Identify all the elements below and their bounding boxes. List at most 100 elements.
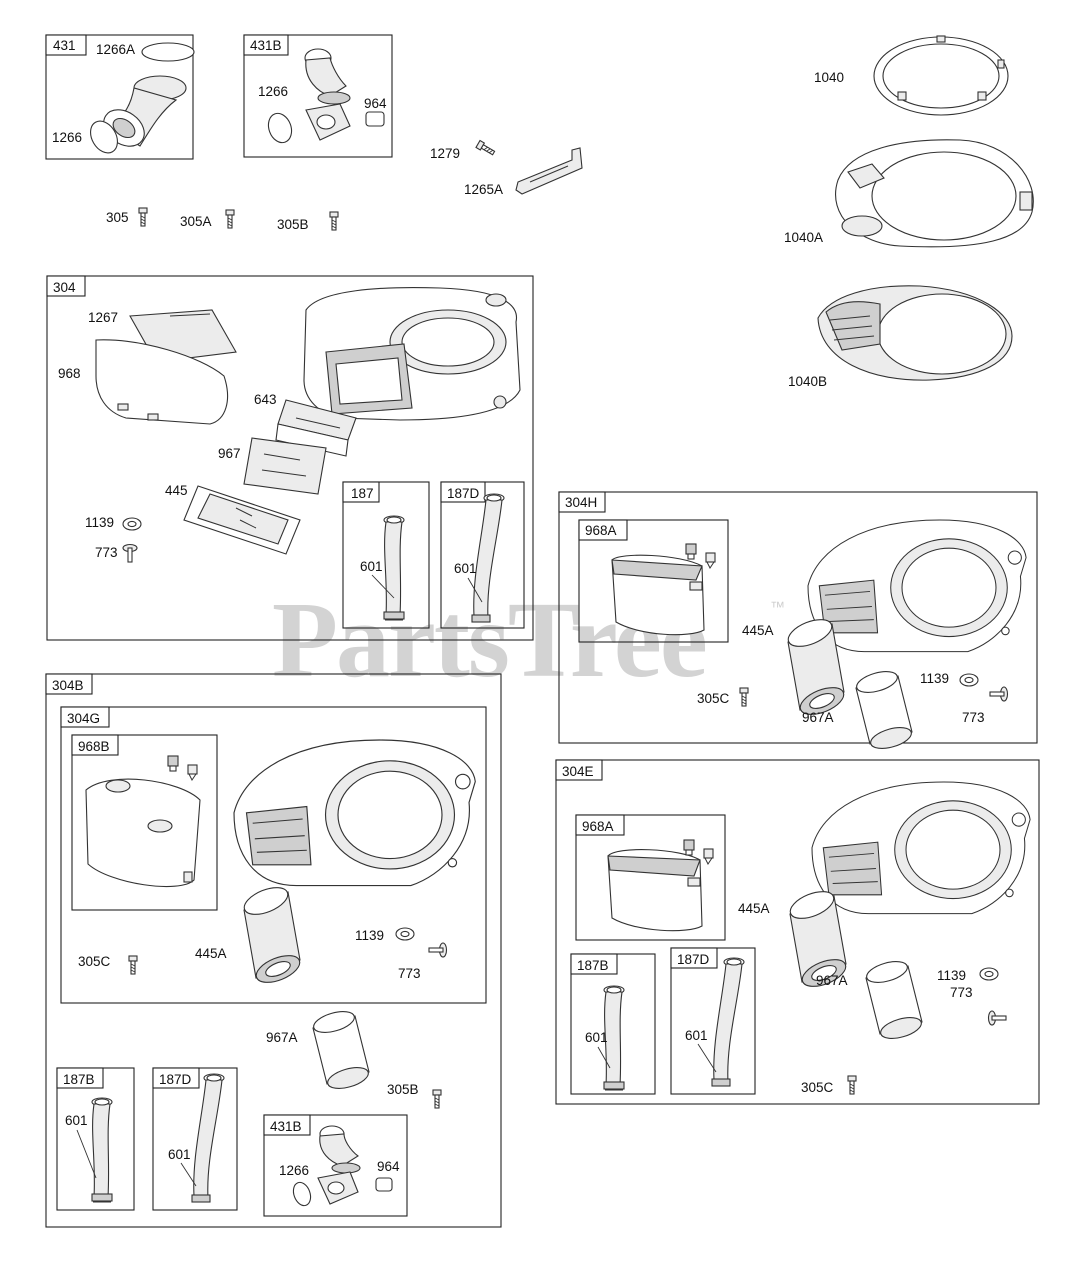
part-305c-bolt-h [739,687,749,707]
box-431b-title: 431B [250,38,282,53]
label-967: 967 [218,446,241,461]
label-1267: 1267 [88,310,118,325]
part-773-pin-g [428,942,448,958]
part-1040b-cover [817,285,1013,381]
part-601-tube-d [191,1073,225,1203]
label-964-a: 964 [364,96,387,111]
part-431b-elbow-l [317,1125,361,1205]
leader-lines [76,574,717,1187]
label-1040b: 1040B [788,374,827,389]
part-431b-elbow [304,48,351,141]
part-967a-sleeve-e [863,957,925,1043]
box-304g-title: 304G [67,711,100,726]
box-304: 304 1267 968 643 [46,275,534,641]
label-305: 305 [106,210,129,225]
label-445a-e: 445A [738,901,770,916]
box-968a-h-title: 968A [585,523,617,538]
part-305c-bolt-e [847,1075,857,1095]
part-773-pin [122,543,138,563]
part-1139-washer-h [959,673,979,687]
box-431b: 431B 1266 964 [243,34,393,158]
part-1040-ring [873,35,1009,116]
watermark-trademark: ™ [770,599,785,616]
label-1040: 1040 [814,70,844,85]
box-187b-e-title: 187B [577,958,609,973]
part-304-shroud [303,286,521,421]
label-967a-b: 967A [266,1030,298,1045]
part-967a-sleeve-h [853,667,915,753]
box-187d-title: 187D [447,486,480,501]
label-964-c: 964 [377,1159,400,1174]
part-305b-bolt [329,211,339,231]
part-305b-bolt-b [432,1089,442,1109]
part-1266-oring-l [292,1181,312,1207]
part-601-tube-f [711,957,745,1087]
part-1265a-bracket [515,147,583,195]
part-1139-washer-g [395,927,415,941]
part-964-l [375,1177,393,1192]
part-445a-filter-g [240,881,304,989]
part-1139-washer-e [979,967,999,981]
part-1279-screw [475,139,497,158]
label-1040a: 1040A [784,230,823,245]
label-445: 445 [165,483,188,498]
part-773-pin-h [989,686,1009,702]
part-305-bolt [138,207,148,227]
label-305c-e: 305C [801,1080,834,1095]
box-304e-title: 304E [562,764,594,779]
box-187d-l-title: 187D [159,1072,192,1087]
box-968b-title: 968B [78,739,110,754]
label-601-a: 601 [360,559,383,574]
part-964 [365,111,385,127]
box-187b-l-title: 187B [63,1072,95,1087]
part-773-pin-e [987,1010,1007,1026]
part-1040a-cover [835,139,1034,248]
label-1279: 1279 [430,146,460,161]
box-431: 431 1266A 1266 [45,34,195,160]
box-431-title: 431 [53,38,76,53]
label-1265a: 1265A [464,182,503,197]
box-304h-title: 304H [565,495,597,510]
label-601-b: 601 [454,561,477,576]
label-967a-e: 967A [816,973,848,988]
label-305b-top: 305B [277,217,309,232]
label-1266-c: 1266 [279,1163,309,1178]
box-304b: 304B 304G 968B 445A 305C 1139 773 967A 3… [45,673,502,1228]
box-304e: 304E 968A 445A 967A 1139 773 305C 187B 6… [555,759,1040,1105]
part-clips-g [167,755,198,781]
label-1139-a: 1139 [85,515,114,530]
part-445-filter [183,485,301,555]
part-304h-shroud [807,519,1027,653]
label-305c-h: 305C [697,691,730,706]
label-968: 968 [58,366,81,381]
box-187-title: 187 [351,486,374,501]
part-304e-shroud [811,781,1031,915]
part-601-tube-c [91,1097,113,1203]
label-445a-h: 445A [742,623,774,638]
label-445a-g: 445A [195,946,227,961]
part-305a-bolt [225,209,235,229]
label-967a-h: 967A [802,710,834,725]
part-643-tray [275,399,357,457]
box-431b-l-title: 431B [270,1119,302,1134]
part-305c-bolt-g [128,955,138,975]
part-1139-washer [122,517,142,531]
label-601-c: 601 [65,1113,88,1128]
label-305c-g: 305C [78,954,111,969]
label-773-h: 773 [962,710,985,725]
label-1139-h: 1139 [920,671,949,686]
label-305a: 305A [180,214,212,229]
part-1266-oring [90,120,118,154]
label-1266-b: 1266 [258,84,288,99]
label-305b-b: 305B [387,1082,419,1097]
label-601-e: 601 [585,1030,608,1045]
label-773-g: 773 [398,966,421,981]
label-1266a: 1266A [96,42,135,57]
label-643: 643 [254,392,277,407]
part-304g-shroud [233,739,476,887]
box-968a-e-title: 968A [582,819,614,834]
label-601-f: 601 [685,1028,708,1043]
box-304h: 304H 968A 445A 305C 967A 1139 773 [558,491,1038,753]
part-968-cover [95,339,228,425]
